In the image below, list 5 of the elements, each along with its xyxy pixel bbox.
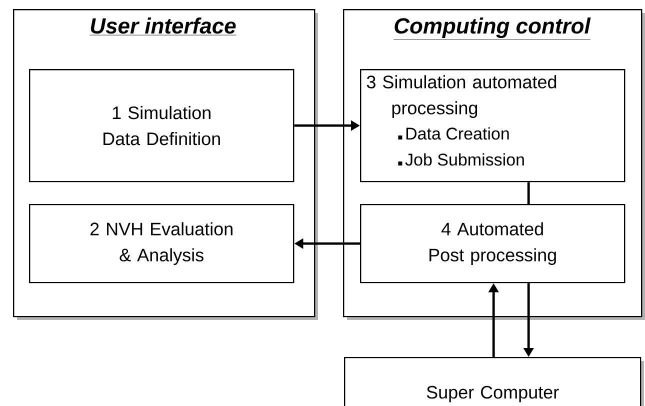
process-box: 3 Simulation automated processing Data Creation Job Submission xyxy=(360,69,626,182)
process-box: 2 NVH Evaluation & Analysis xyxy=(29,204,294,284)
process-box: Super Computer xyxy=(344,356,644,406)
process-box: 4 Automated Post processing xyxy=(360,204,626,284)
process-box: 1 Simulation Data Definition xyxy=(29,69,294,182)
